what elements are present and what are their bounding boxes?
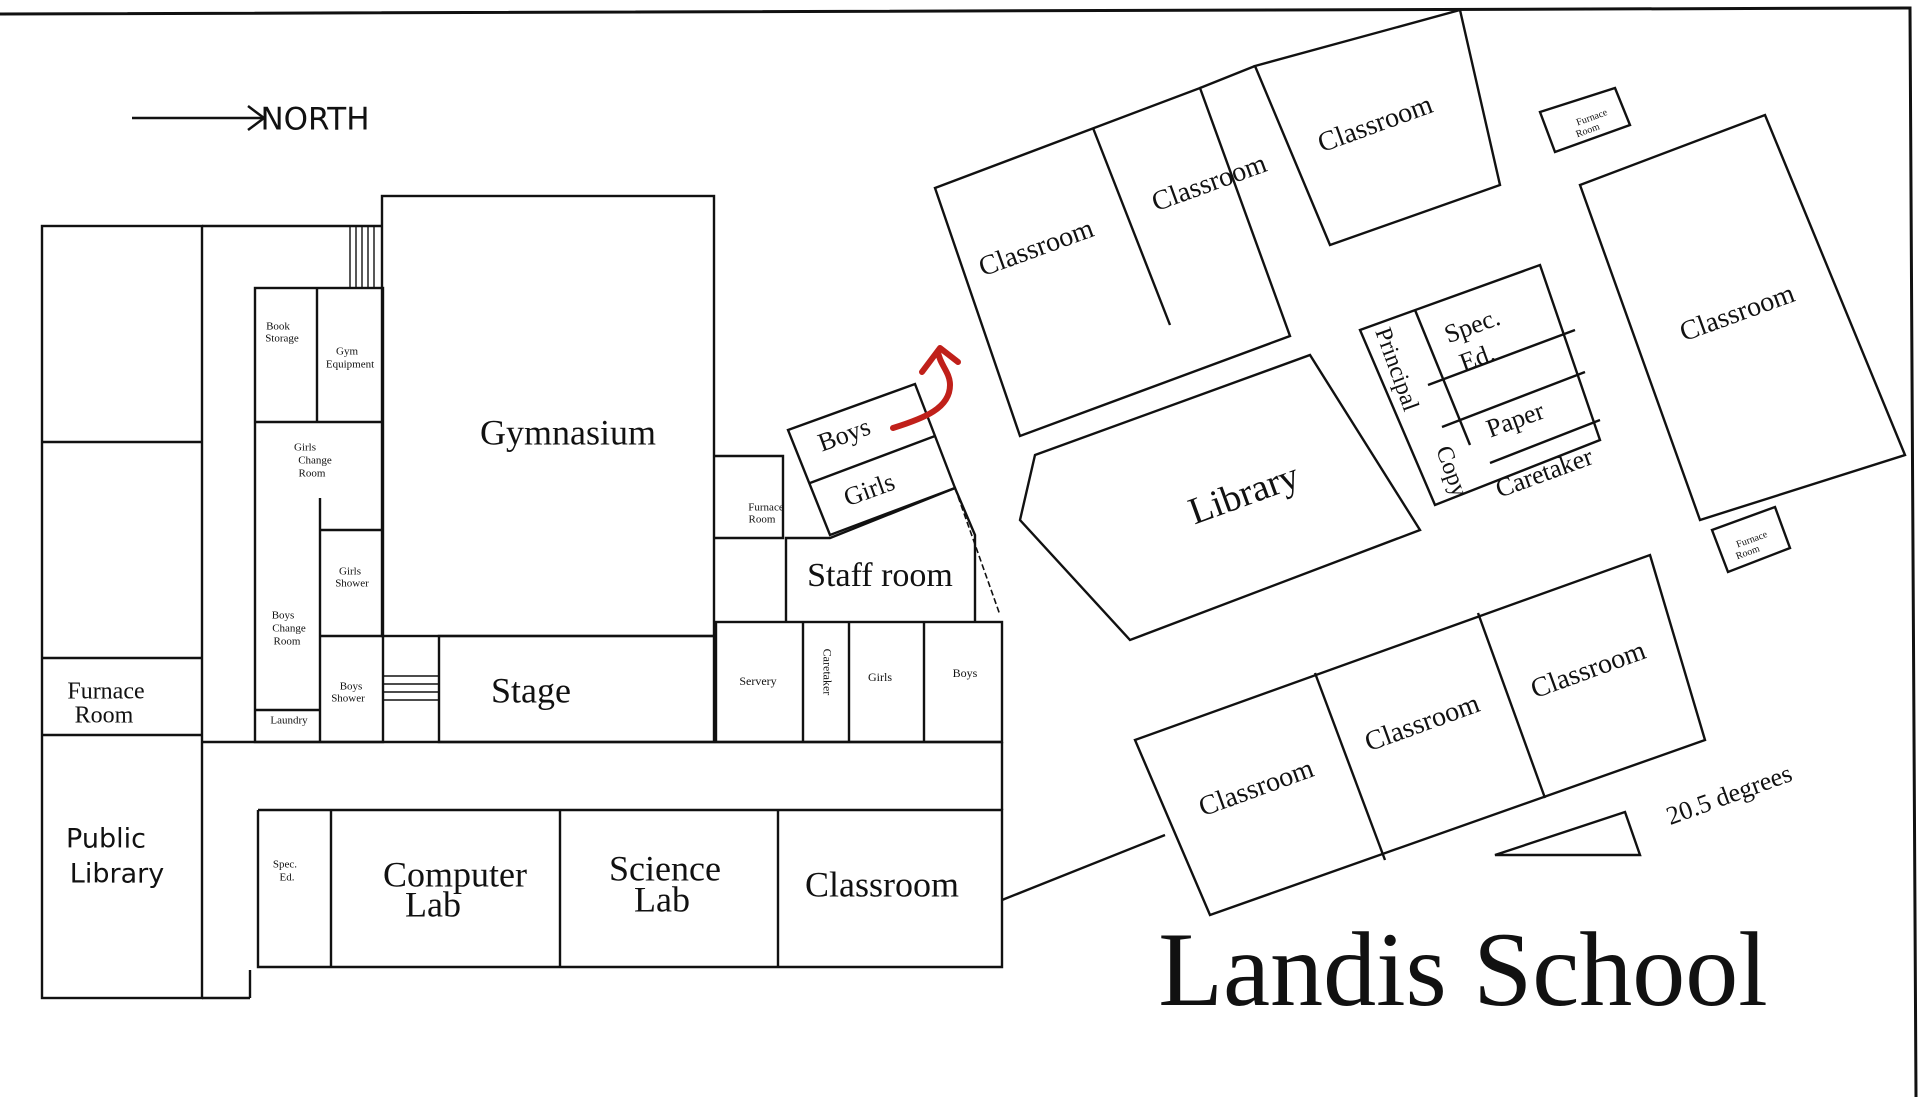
wall bbox=[954, 487, 1001, 616]
angle-note-label: 20.5 degrees bbox=[1662, 759, 1795, 831]
stairs-icon bbox=[349, 226, 375, 288]
science-lab-label-2: Lab bbox=[634, 879, 690, 919]
boys-wc-lower-label: Boys bbox=[953, 666, 978, 680]
classroom-s3-label: Classroom bbox=[1527, 635, 1650, 705]
girls-wc-upper-label: Girls bbox=[840, 467, 899, 512]
caretaker-small-label: Caretaker bbox=[820, 649, 834, 696]
classroom-n2-label: Classroom bbox=[1148, 148, 1271, 218]
furnace-room-west-label-1: Furnace bbox=[67, 679, 144, 705]
staff-room-outline bbox=[784, 486, 977, 622]
classroom-east-outline bbox=[1578, 113, 1907, 522]
book-storage-label-1: Book bbox=[266, 321, 290, 333]
boys-change-label-3: Room bbox=[274, 636, 301, 648]
north-label: NORTH bbox=[260, 102, 369, 138]
furnace-room-mid-label-1: Furnace bbox=[748, 502, 784, 514]
furnace-room-ne-outline bbox=[1538, 86, 1632, 154]
stage-outline bbox=[437, 634, 716, 744]
girls-shower-label-1: Girls bbox=[339, 566, 361, 578]
angle-indicator: 20.5 degrees bbox=[1494, 759, 1796, 857]
wall bbox=[809, 434, 936, 485]
gymnasium-label: Gymnasium bbox=[480, 412, 656, 452]
boys-shower-label-1: Boys bbox=[340, 681, 363, 693]
classroom-n1-label: Classroom bbox=[975, 213, 1098, 283]
north-arrowhead-icon bbox=[247, 105, 267, 131]
classroom-s1-label: Classroom bbox=[1195, 753, 1318, 823]
library-label: Library bbox=[1183, 455, 1304, 533]
classroom-n3-outline bbox=[1253, 8, 1502, 247]
classroom-n1-n2-outline bbox=[933, 86, 1292, 438]
girls-change-label-1: Girls bbox=[294, 442, 316, 454]
computer-lab-label-2: Lab bbox=[405, 884, 461, 924]
boys-shower-label-2: Shower bbox=[331, 693, 365, 705]
route-arrow-icon bbox=[890, 349, 954, 431]
wall bbox=[1001, 833, 1166, 902]
furnace-room-mid-label-2: Room bbox=[749, 514, 776, 526]
girls-wc-lower-label: Girls bbox=[868, 670, 892, 684]
gym-equipment-label-1: Gym bbox=[336, 346, 358, 358]
classroom-south-label: Classroom bbox=[805, 864, 959, 904]
south-row: Spec. Ed. Computer Lab Science Lab Class… bbox=[256, 808, 1004, 969]
library-block: Library Principal Spec. Ed. Paper Copy C… bbox=[1018, 263, 1602, 642]
staff-room-label: Staff room bbox=[807, 557, 953, 594]
computer-lab-label-1: Computer bbox=[383, 854, 527, 894]
wall bbox=[1091, 127, 1172, 326]
spec-ed-small-label-2: Ed. bbox=[280, 872, 295, 884]
page-frame bbox=[0, 6, 1918, 1097]
public-library-label-2: Library bbox=[70, 859, 164, 890]
stage-steps-icon bbox=[383, 675, 439, 701]
science-lab-label-1: Science bbox=[609, 848, 721, 888]
public-library-label-1: Public bbox=[66, 824, 146, 855]
classroom-east-label: Classroom bbox=[1676, 278, 1799, 348]
girls-shower-label-2: Shower bbox=[335, 578, 369, 590]
north-classrooms: Classroom Classroom Classroom bbox=[933, 8, 1502, 438]
route-arrowhead-icon bbox=[919, 345, 961, 375]
classroom-s2-label: Classroom bbox=[1361, 688, 1484, 758]
girls-change-label-2: Change bbox=[298, 455, 332, 467]
furnace-room-mid-outline bbox=[714, 454, 785, 540]
spec-ed-small-label-1: Spec. bbox=[273, 859, 297, 871]
servery-label: Servery bbox=[739, 674, 776, 688]
wall bbox=[1199, 64, 1256, 90]
office-block-outline bbox=[1358, 263, 1602, 507]
girls-change-label-3: Room bbox=[299, 468, 326, 480]
classroom-n3-label: Classroom bbox=[1314, 89, 1437, 159]
gym-equipment-label-2: Equipment bbox=[326, 359, 374, 371]
service-block: Furnace Room Staff room Boys Girls Serve… bbox=[714, 382, 1004, 744]
south-row-outline bbox=[256, 808, 1004, 969]
boys-change-label-1: Boys bbox=[272, 610, 295, 622]
west-wing: Furnace Room Public Library bbox=[40, 224, 204, 1000]
angle-wedge-icon bbox=[1494, 810, 1642, 857]
laundry-label: Laundry bbox=[270, 715, 308, 727]
change-rooms-block: Book Storage Gym Equipment Girls Change … bbox=[253, 226, 385, 744]
wall bbox=[1441, 370, 1586, 429]
wall bbox=[1313, 672, 1387, 861]
west-wing-outline bbox=[40, 224, 204, 1000]
wall bbox=[1489, 418, 1601, 465]
southeast-classrooms: Classroom Classroom Classroom bbox=[1133, 553, 1707, 917]
book-storage-label-2: Storage bbox=[265, 333, 299, 345]
furnace-room-west-label-2: Room bbox=[75, 703, 134, 729]
library-outline bbox=[1018, 353, 1422, 642]
school-title: Landis School bbox=[1158, 911, 1767, 1028]
caretaker-label: Caretaker bbox=[1492, 442, 1597, 504]
spec-ed-label-1: Spec. bbox=[1440, 302, 1504, 349]
route-arrow bbox=[890, 345, 961, 431]
gymnasium-block: Gymnasium Stage bbox=[380, 194, 716, 744]
copy-label: Copy bbox=[1430, 443, 1472, 501]
stage-label: Stage bbox=[491, 670, 571, 710]
paper-label: Paper bbox=[1482, 396, 1548, 444]
furnace-room-e-outline bbox=[1710, 505, 1792, 574]
wall bbox=[1476, 612, 1547, 799]
wall bbox=[1427, 328, 1576, 387]
boys-wc-upper-label: Boys bbox=[814, 412, 874, 458]
boys-change-label-2: Change bbox=[272, 623, 306, 635]
wall bbox=[1413, 309, 1472, 446]
north-arrow: NORTH bbox=[132, 102, 370, 138]
